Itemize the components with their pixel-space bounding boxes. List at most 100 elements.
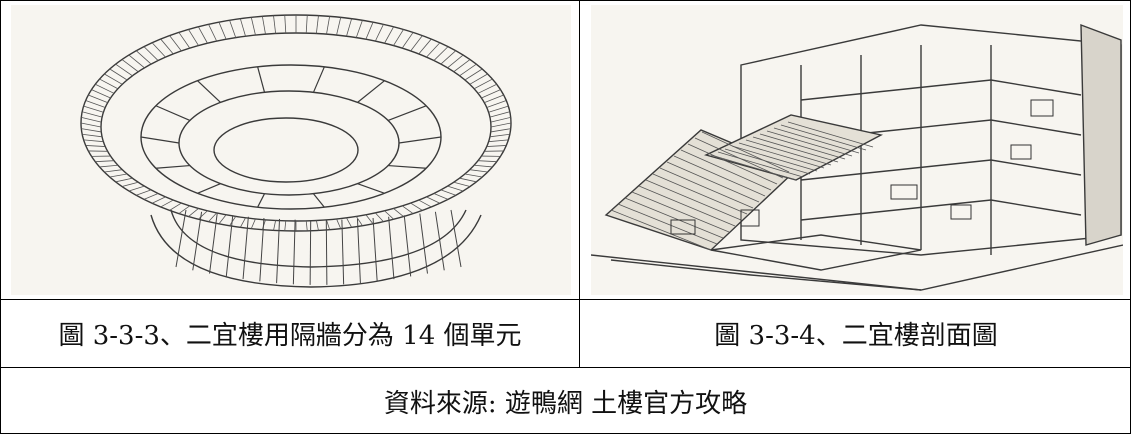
roof-tile-line [401,205,414,214]
roof-tile-line [481,89,501,99]
roof-tile-line [459,63,477,77]
roof-tile-line [115,177,133,183]
roof-tile-line [81,116,102,123]
roof-tile-line [305,220,308,231]
section-roof-hatch [738,142,825,169]
roof-tile-line [355,20,363,38]
roof-tile-line [453,181,471,187]
roof-tile-line [198,210,208,220]
roof-tile-line [489,133,510,138]
partition-wall-line [197,183,221,194]
roof-tile-line [188,208,199,217]
roof-tile-line [208,212,217,222]
floor-slat-line [259,217,265,282]
section-roof-hatch [724,148,811,175]
roof-tile-line [160,38,174,55]
figure-caption-left: 圖 3-3-3、二宜樓用隔牆分為 14 個單元 [58,321,522,351]
roof-tile-line [489,111,510,118]
roof-tile-line [484,94,504,104]
round-tulou-drawing [11,5,571,295]
roof-tile-line [410,35,423,52]
floor-slat-line [372,217,378,282]
section-roof-hatch [752,136,839,163]
roof-tile-line [440,189,456,196]
roof-tile-line [384,210,394,220]
roof-tile-line [240,217,246,228]
roof-tile-line [453,59,471,73]
floor-slat-line [403,215,412,277]
roof-tile-line [426,196,441,204]
roof-tile-line [121,59,139,73]
roof-tile-line [469,73,488,85]
floor-slat-line [242,216,249,280]
roof-tile-line [486,100,507,108]
roof-tile-line [229,20,237,38]
roof-tile-line [169,35,182,52]
figure-caption-right: 圖 3-3-4、二宜樓剖面圖 [714,321,998,351]
partition-wall-line [155,105,191,121]
roof-tile-line [305,15,308,34]
roof-tile-line [426,42,441,58]
section-roof-hatch [717,151,804,178]
floor-slat-line [292,219,296,285]
roof-tile-line [88,94,108,104]
roof-tile-line [365,22,374,40]
roof-tile-line [478,160,497,163]
floor-slat-line [341,219,345,285]
roof-tile-line [121,181,139,187]
partition-wall-line [313,193,325,208]
section-roof-hatch [617,203,718,245]
roof-tile-line [469,169,488,173]
roof-tile-line [473,78,493,90]
section-roof-hatch [645,179,742,221]
roof-tile-line [261,16,266,35]
roof-tile-line [178,32,191,49]
roof-tile-line [284,15,287,34]
roof-tile-line [464,173,483,178]
roof-tile-line [128,54,145,69]
roof-tile-line [273,15,277,34]
section-roof-hatch [759,133,846,160]
roof-tile-line [401,32,414,49]
floor-slat-line [450,209,462,268]
partition-wall-line [155,164,190,169]
partition-wall-line [140,136,180,144]
partition-wall-line [388,164,427,169]
roof-tile-line [151,42,166,58]
row-divider-source [1,367,1130,368]
floor-slat-line [325,219,328,285]
roof-tile-line [82,111,103,118]
roof-tile-line [188,29,199,46]
roof-tile-line [95,160,114,163]
roof-tile-line [418,38,432,55]
roof-tile-line [143,193,159,200]
roof-tile-line [346,18,353,37]
roof-tile-line [85,145,106,147]
roof-tile-line [83,105,104,113]
source-note: 資料來源: 遊鴨網 土樓官方攻略 [383,389,748,419]
roof-tile-line [365,214,374,225]
roof-tile-line [490,128,511,133]
roof-tile-line [433,193,449,200]
roof-tile-line [81,128,102,133]
roof-tile-line [99,164,118,168]
roof-tile-line [490,122,512,128]
section-roof-hatch [659,167,754,209]
roof-tile-line [85,100,106,108]
partition-wall-line [257,66,266,93]
partition-wall-line [197,80,221,103]
roof-tile-line [128,185,145,192]
section-roof-hatch [731,145,818,172]
roof-tile-line [490,116,511,123]
section-roof-hatch [624,197,724,239]
roof-tile-line [336,218,342,229]
section-roof-hatch [666,161,760,203]
roof-tile-line [459,177,477,183]
roof-tile-line [135,50,152,65]
partition-wall-line [387,105,427,121]
section-roof-hatch [766,130,853,157]
section-roof-hatch [773,127,860,154]
roof-tile-line [151,196,166,204]
roof-tile-line [433,46,449,61]
